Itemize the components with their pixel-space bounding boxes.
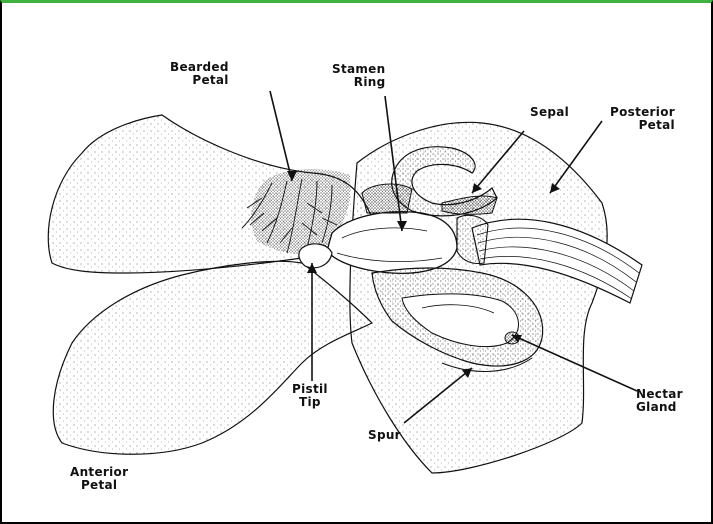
- label-sepal: Sepal: [530, 106, 569, 119]
- pistil-tip-shape: [299, 244, 332, 268]
- label-spur-line1: Spur: [368, 429, 401, 442]
- anterior-petal-shape: [53, 261, 372, 454]
- label-posterior-petal-line2: Petal: [610, 119, 675, 132]
- label-spur: Spur: [368, 429, 401, 442]
- label-nectar-gland-line2: Gland: [636, 401, 683, 414]
- label-nectar-gland: Nectar Gland: [636, 388, 683, 414]
- label-bearded-petal-line2: Petal: [170, 74, 229, 87]
- label-pistil-tip-line2: Tip: [292, 396, 328, 409]
- label-stamen-ring-line2: Ring: [332, 76, 385, 89]
- label-anterior-petal: Anterior Petal: [70, 466, 128, 492]
- label-bearded-petal: Bearded Petal: [170, 61, 229, 87]
- label-pistil-tip: Pistil Tip: [292, 383, 328, 409]
- label-anterior-petal-line2: Petal: [70, 479, 128, 492]
- label-sepal-line1: Sepal: [530, 106, 569, 119]
- label-stamen-ring: Stamen Ring: [332, 63, 385, 89]
- label-posterior-petal: Posterior Petal: [610, 106, 675, 132]
